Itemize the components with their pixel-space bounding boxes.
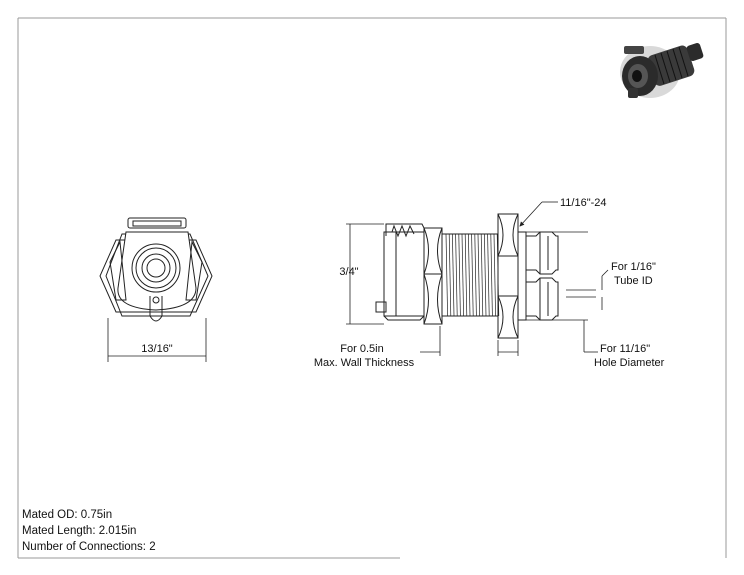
thread-line	[461, 233, 464, 317]
tube-id-label-line2: Tube ID	[614, 275, 653, 287]
thread-line	[455, 233, 458, 317]
tube-id-dimension	[566, 269, 609, 310]
front-width-label: 13/16"	[141, 343, 173, 355]
thread-callout-leader	[519, 201, 558, 227]
thread-line	[474, 233, 477, 317]
thread-line	[458, 233, 461, 317]
thread-line	[448, 233, 452, 317]
thread-line	[452, 233, 455, 317]
tube-id-label-line1: For 1/16"	[611, 261, 656, 273]
wall-thickness-label-line1: For 0.5in	[340, 343, 383, 355]
side-height-dimension	[346, 223, 384, 325]
thread-line	[471, 233, 474, 317]
spec-mated-length: Mated Length: 2.015in	[22, 525, 137, 537]
spec-mated-od: Mated OD: 0.75in	[22, 509, 113, 521]
connector-3d-render	[620, 43, 704, 98]
thread-lines	[445, 233, 500, 317]
hole-diameter-label-line1: For 11/16"	[600, 343, 650, 355]
thread-line	[480, 233, 484, 317]
thread-line	[490, 233, 493, 317]
front-width-dimension	[107, 318, 207, 362]
side-height-label: 3/4"	[339, 266, 358, 278]
thread-line	[468, 233, 471, 317]
thread-line	[464, 233, 468, 317]
side-view-nut	[497, 213, 559, 339]
hole-diameter-dimension	[526, 231, 598, 353]
thread-line	[477, 233, 480, 317]
thread-line	[445, 233, 448, 317]
thread-line	[487, 233, 490, 317]
spec-connections: Number of Connections: 2	[22, 541, 156, 553]
wall-thickness-dimension	[420, 326, 519, 356]
front-view	[99, 217, 213, 322]
thread-line	[493, 233, 496, 317]
thread-callout-label: 11/16"-24	[560, 197, 607, 209]
side-view	[375, 223, 499, 325]
sheet-border	[17, 17, 727, 559]
thread-line	[484, 233, 487, 317]
wall-thickness-label-line2: Max. Wall Thickness	[314, 357, 415, 369]
hole-diameter-label-line2: Hole Diameter	[594, 357, 665, 369]
